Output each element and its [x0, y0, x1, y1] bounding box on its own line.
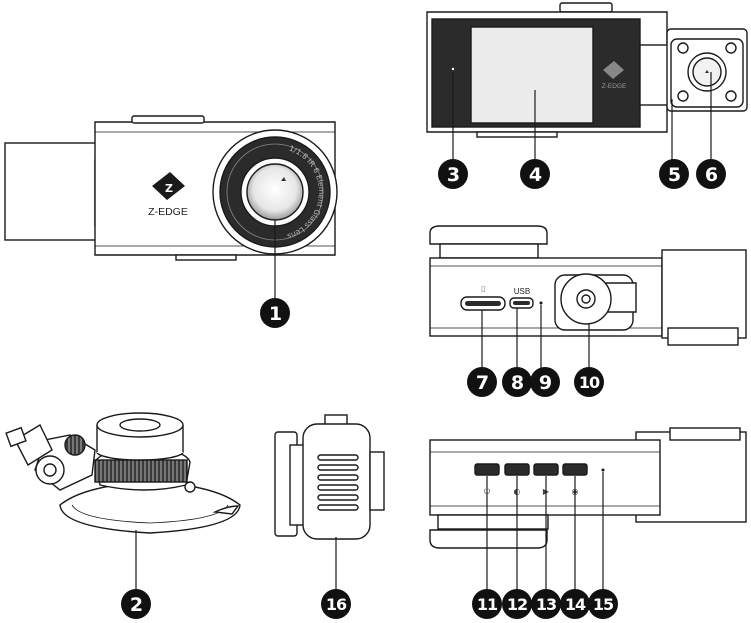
suction-mount-bottom — [429, 529, 548, 549]
callout-14: 14 — [560, 589, 590, 619]
ir-camera-module — [666, 28, 748, 112]
callout-16: 16 — [321, 589, 351, 619]
z-edge-logo-rear: Z-EDGE — [602, 61, 627, 90]
callout-4: 4 — [520, 159, 550, 189]
callout-9: 9 — [530, 367, 560, 397]
callout-7: 7 — [467, 367, 497, 397]
callout-10: 10 — [574, 367, 604, 397]
svg-text:8: 8 — [511, 372, 524, 394]
front-lens: 1/1.8 IR 6 Element Glass Lens — [212, 129, 338, 255]
button-ok[interactable] — [533, 463, 559, 476]
end-view-body — [302, 423, 371, 540]
svg-text:14: 14 — [565, 595, 586, 614]
callout-1: 1 — [260, 298, 290, 328]
svg-text:2: 2 — [130, 594, 142, 616]
button-mode[interactable] — [504, 463, 530, 476]
ir-led-4 — [725, 90, 737, 102]
svg-text:9: 9 — [539, 372, 551, 394]
callout-3: 3 — [438, 159, 468, 189]
svg-text:11: 11 — [477, 595, 498, 614]
callout-8: 8 — [502, 367, 532, 397]
ir-led-1 — [677, 42, 689, 54]
reset-hole — [601, 468, 605, 472]
usb-label: USB — [514, 287, 530, 296]
callout-12: 12 — [502, 589, 532, 619]
svg-text:5: 5 — [668, 164, 680, 186]
display-screen — [470, 26, 594, 124]
callout-15: 15 — [588, 589, 618, 619]
camera-mount-bracket — [4, 142, 99, 241]
svg-text:16: 16 — [326, 595, 347, 614]
button-record[interactable] — [562, 463, 588, 476]
svg-text:12: 12 — [507, 595, 527, 614]
buttons-side-view: ⏻ ◐ ▶ ◉ — [429, 427, 747, 590]
callout-13: 13 — [531, 589, 561, 619]
ports-side-view: ▯ USB — [429, 225, 747, 370]
callout-5: 5 — [659, 159, 689, 189]
brand-text-rear: Z-EDGE — [602, 83, 627, 90]
svg-text:13: 13 — [536, 595, 556, 614]
microphone-hole — [539, 301, 543, 305]
z-edge-logo: Z Z-EDGE — [148, 172, 188, 218]
mount-hinge — [554, 273, 637, 331]
svg-text:3: 3 — [447, 164, 459, 186]
svg-text:4: 4 — [529, 164, 542, 186]
callout-11: 11 — [472, 589, 502, 619]
svg-text:▯: ▯ — [481, 285, 485, 293]
callout-6: 6 — [696, 159, 726, 189]
svg-text:15: 15 — [593, 595, 614, 614]
suction-mount-view — [5, 412, 241, 590]
svg-text:6: 6 — [705, 164, 718, 186]
svg-text:Z: Z — [165, 182, 173, 195]
brand-text: Z-EDGE — [148, 206, 188, 218]
svg-text:10: 10 — [579, 373, 600, 392]
button-power[interactable] — [474, 463, 500, 476]
front-camera-view: Z Z-EDGE 1/1.8 IR 6 Element Glass Lens — [4, 115, 338, 300]
suction-mount-top — [429, 225, 548, 245]
end-view — [274, 414, 385, 590]
ir-led-2 — [725, 42, 737, 54]
bottom-body — [429, 439, 661, 516]
ir-led-3 — [677, 90, 689, 102]
svg-text:7: 7 — [476, 372, 488, 394]
rear-screen-view: Z-EDGE — [426, 2, 748, 160]
vent-slots — [317, 454, 359, 511]
callout-2: 2 — [121, 589, 151, 619]
svg-text:1: 1 — [269, 303, 281, 325]
